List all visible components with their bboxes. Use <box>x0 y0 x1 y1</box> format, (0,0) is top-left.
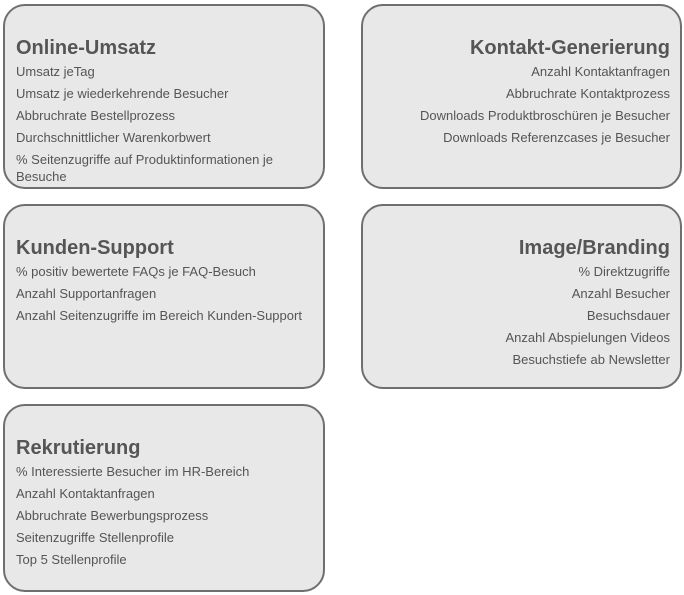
metric-list: % Direktzugriffe Anzahl Besucher Besuchs… <box>373 263 670 368</box>
metric-item: Abbruchrate Kontaktprozess <box>505 86 670 101</box>
metric-item: Umsatz jeTag <box>16 64 95 79</box>
metric-item: Umsatz je wiederkehrende Besucher <box>16 86 229 101</box>
metric-item: Anzahl Kontaktanfragen <box>531 64 670 79</box>
metric-item: Anzahl Kontaktanfragen <box>16 486 155 501</box>
metric-list: % Interessierte Besucher im HR-Bereich A… <box>16 463 313 568</box>
box-title: Rekrutierung <box>16 437 141 459</box>
metric-item: % Interessierte Besucher im HR-Bereich <box>16 464 250 479</box>
metric-item: Besuchsdauer <box>586 308 670 323</box>
metric-item: Abbruchrate Bewerbungsprozess <box>16 508 209 523</box>
metric-list: % positiv bewertete FAQs je FAQ-Besuch A… <box>16 263 313 324</box>
metric-item: Besuchstiefe ab Newsletter <box>512 352 670 367</box>
metric-item: Downloads Produktbroschüren je Besucher <box>419 108 670 123</box>
box-kontakt-generierung: Kontakt-Generierung Anzahl Kontaktanfrag… <box>361 4 682 189</box>
box-image-branding: Image/Branding % Direktzugriffe Anzahl B… <box>361 204 682 389</box>
box-title: Kontakt-Generierung <box>469 37 670 59</box>
metric-item: Anzahl Seitenzugriffe im Bereich Kunden-… <box>16 308 302 323</box>
box-kunden-support: Kunden-Support % positiv bewertete FAQs … <box>3 204 325 389</box>
metric-item: % Direktzugriffe <box>578 264 670 279</box>
metric-list: Anzahl Kontaktanfragen Abbruchrate Konta… <box>373 63 670 146</box>
metric-item: Durchschnittlicher Warenkorbwert <box>16 130 211 145</box>
metric-item: % Seitenzugriffe auf Produktinformatione… <box>16 152 274 184</box>
metric-item: Top 5 Stellenprofile <box>16 552 127 567</box>
box-rekrutierung: Rekrutierung % Interessierte Besucher im… <box>3 404 325 592</box>
metric-list: Umsatz jeTag Umsatz je wiederkehrende Be… <box>16 63 313 185</box>
metric-item: Anzahl Besucher <box>571 286 670 301</box>
metric-item: Downloads Referenzcases je Besucher <box>443 130 670 145</box>
metric-item: Anzahl Supportanfragen <box>16 286 157 301</box>
metric-item: Anzahl Abspielungen Videos <box>505 330 670 345</box>
box-title: Image/Branding <box>518 237 670 259</box>
box-title: Online-Umsatz <box>16 37 157 59</box>
metric-item: Seitenzugriffe Stellenprofile <box>16 530 175 545</box>
metric-item: % positiv bewertete FAQs je FAQ-Besuch <box>16 264 256 279</box>
metric-item: Abbruchrate Bestellprozess <box>16 108 175 123</box>
box-online-umsatz: Online-Umsatz Umsatz jeTag Umsatz je wie… <box>3 4 325 189</box>
box-title: Kunden-Support <box>16 237 174 259</box>
